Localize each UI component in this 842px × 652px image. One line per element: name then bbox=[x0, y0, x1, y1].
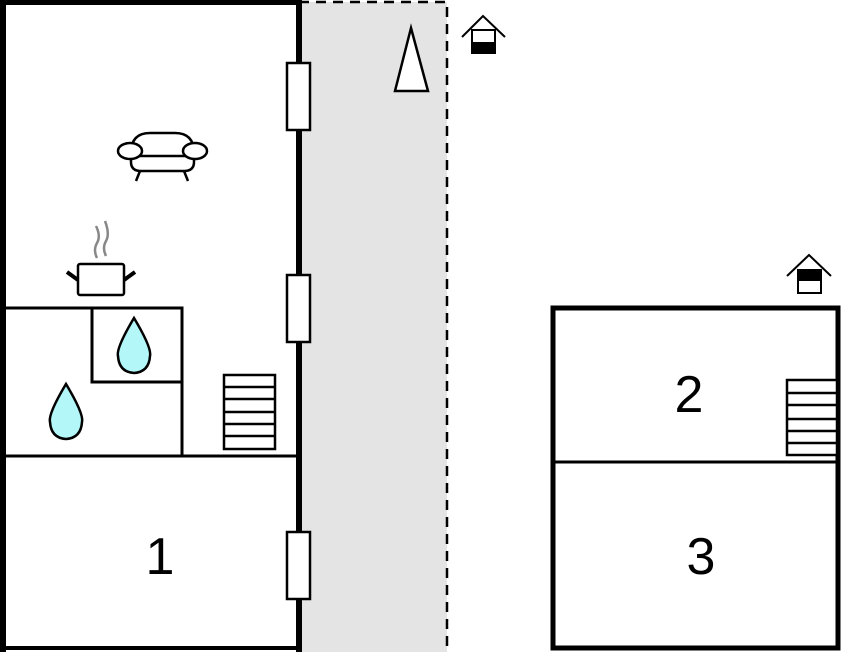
terrace bbox=[299, 0, 449, 652]
window bbox=[285, 273, 312, 344]
annex-building-walls bbox=[550, 305, 841, 651]
bath-icon bbox=[48, 381, 84, 441]
window bbox=[285, 530, 312, 601]
upper-floor-house-icon bbox=[786, 253, 832, 294]
window bbox=[285, 61, 312, 132]
stairs-icon bbox=[222, 373, 277, 451]
room-label-1: 1 bbox=[146, 528, 175, 586]
room-label-3: 3 bbox=[687, 528, 716, 586]
ground-floor-house-icon bbox=[461, 14, 506, 54]
parasol-icon bbox=[393, 23, 430, 93]
stairs-icon bbox=[785, 378, 839, 457]
shower-icon bbox=[116, 315, 152, 375]
interior-walls bbox=[3, 306, 299, 458]
cooking-pot-icon bbox=[65, 220, 137, 297]
windows bbox=[285, 61, 312, 601]
room-label-2: 2 bbox=[675, 366, 704, 424]
sofa-icon bbox=[116, 131, 209, 182]
